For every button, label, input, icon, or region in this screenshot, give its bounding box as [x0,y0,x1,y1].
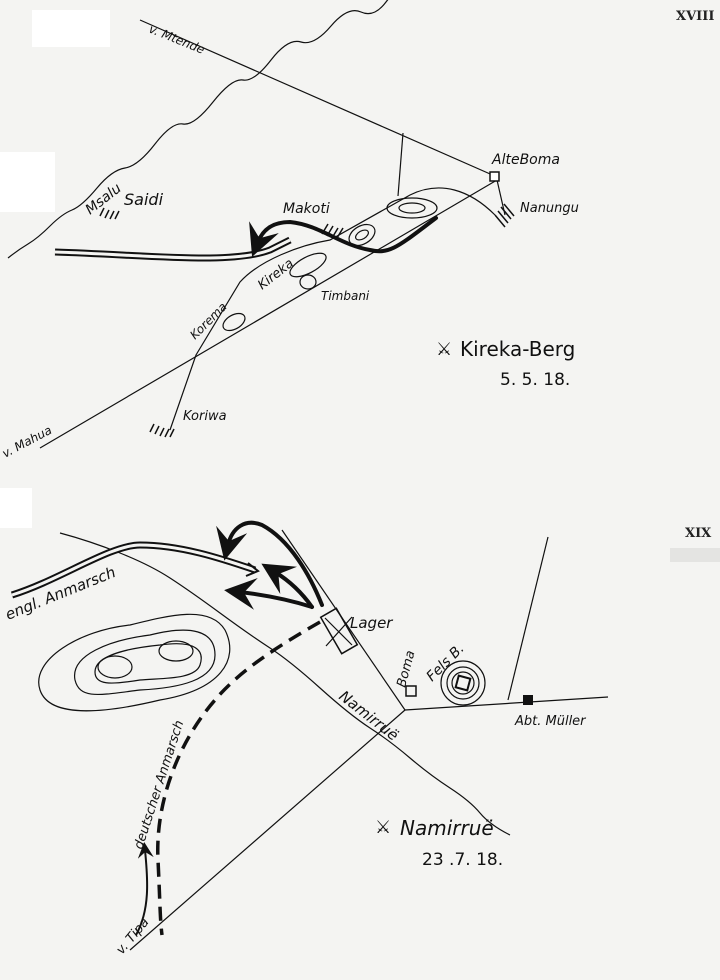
paper-patch [32,10,110,47]
crossed-swords-icon: ⚔ [375,817,391,838]
mueller-marker [523,695,533,705]
plate-date: 5. 5. 18. [500,370,570,390]
plate-xviii: XVIII v. Mtende Msalu Saidi AlteBoma Nan… [0,0,714,461]
label-road-south: v. Mahua [0,423,54,461]
village-hatching [99,203,515,438]
plate-number: XVIII [676,9,714,24]
boma-marker [405,685,417,697]
river-namirrue [59,532,511,836]
label-fels: Fels B. [424,641,468,685]
road-tipa [129,709,406,951]
label-river: Namirruë [336,687,402,744]
plate-date: 23 .7. 18. [422,850,503,870]
hill-contour [222,312,246,332]
road-mtende [139,19,498,178]
plate-title: Namirruë [400,816,494,840]
hill-contour [289,252,327,278]
german-attack-arrow [249,216,438,257]
german-counter-arrow [216,520,324,607]
paper-mark [670,548,720,562]
road-north-east [507,536,549,701]
hill-contour [299,274,317,290]
plate-xix: XIX [3,520,720,958]
lager-camp-marker [319,607,359,655]
paper-patch [0,488,32,528]
fels-contour [440,660,486,706]
hill-contour [38,613,231,712]
label-mueller: Abt. Müller [514,714,587,729]
crossed-swords-icon: ⚔ [436,339,452,360]
plate-title: Kireka-Berg [460,337,575,361]
river-msalu [7,0,389,259]
road-east [404,696,609,711]
label-nanungu: Nanungu [520,201,579,216]
hill-contour [398,202,426,214]
hill-contour [386,197,438,219]
label-koriwa: Koriwa [183,409,227,424]
plate-number: XIX [685,526,712,541]
road-mahua [39,179,498,449]
paper-patch [0,152,55,212]
german-counter-arrow [224,578,314,610]
label-boma: Boma [394,649,418,689]
german-advance-route [156,620,321,936]
label-makoti: Makoti [283,201,330,217]
path-koriwa [169,187,496,431]
label-road-north: v. Mtende [147,22,207,57]
label-korema: Korema [187,300,230,343]
label-alte-boma: AlteBoma [491,152,560,168]
path-branch [397,132,404,197]
label-saidi: Saidi [124,190,164,209]
hill-contour [355,229,369,241]
label-timbani: Timbani [321,289,370,303]
alte-boma-marker [489,171,500,182]
label-road-south: v. Tipa [114,915,153,957]
german-counter-arrow [261,563,314,609]
label-lager: Lager [350,614,393,632]
